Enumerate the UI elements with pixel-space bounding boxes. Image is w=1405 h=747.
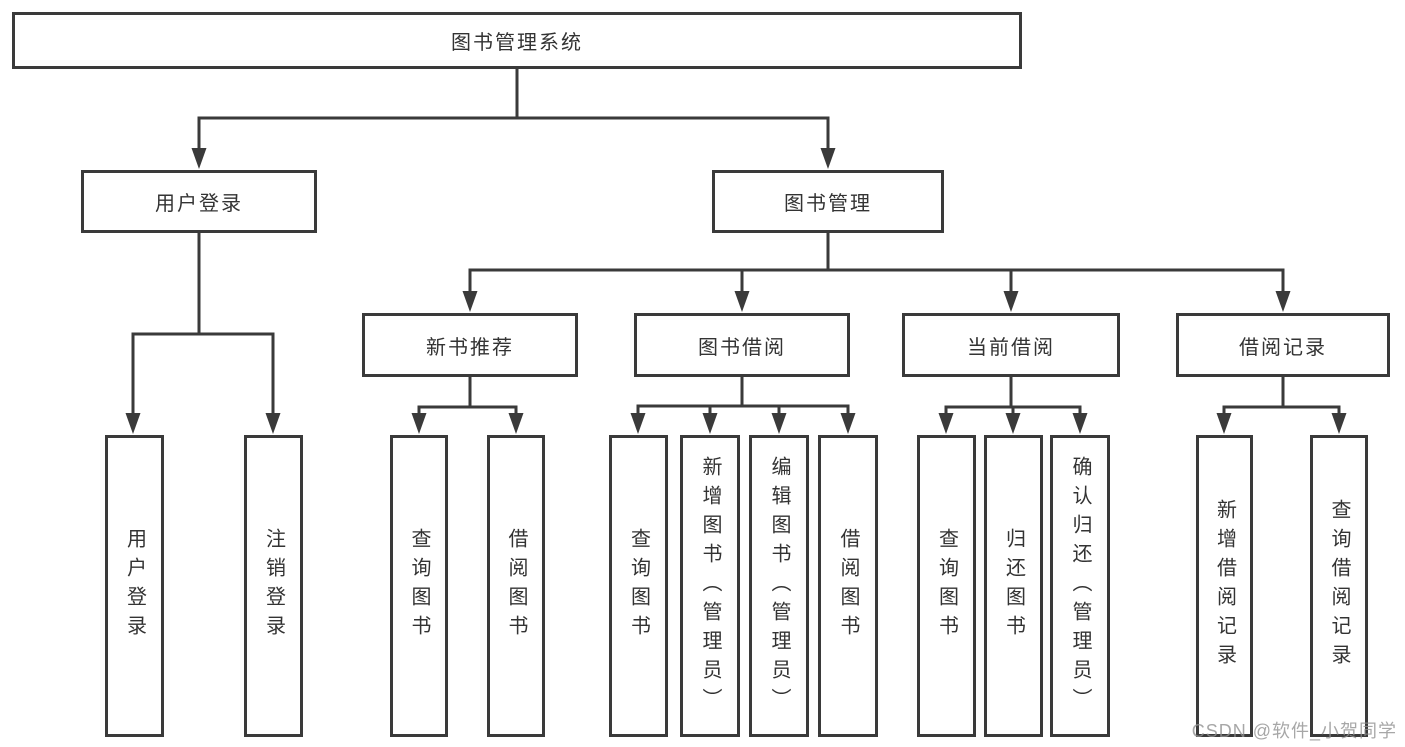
leaf-user-login: 用户登录	[105, 435, 164, 737]
node-user-login: 用户登录	[81, 170, 317, 233]
leaf-confirm-return-admin: 确认归还（管理员）	[1050, 435, 1110, 737]
node-library-management-system: 图书管理系统	[12, 12, 1022, 69]
leaf-query-books-current: 查询图书	[917, 435, 976, 737]
leaf-query-books-borrowing: 查询图书	[609, 435, 668, 737]
node-book-borrowing: 图书借阅	[634, 313, 850, 377]
node-new-book-recommend: 新书推荐	[362, 313, 578, 377]
leaf-return-books: 归还图书	[984, 435, 1043, 737]
leaf-logout: 注销登录	[244, 435, 303, 737]
node-book-management: 图书管理	[712, 170, 944, 233]
arrowhead-icons	[125, 148, 1347, 434]
leaf-query-borrow-record: 查询借阅记录	[1310, 435, 1368, 737]
leaf-borrow-books: 借阅图书	[818, 435, 878, 737]
leaf-add-books-admin: 新增图书（管理员）	[680, 435, 740, 737]
csdn-watermark: CSDN @软件_小贺同学	[1191, 721, 1397, 741]
node-current-borrowing: 当前借阅	[902, 313, 1120, 377]
leaf-add-borrow-record: 新增借阅记录	[1196, 435, 1253, 737]
leaf-query-books-recommend: 查询图书	[390, 435, 448, 737]
leaf-borrow-books-recommend: 借阅图书	[487, 435, 545, 737]
node-borrowing-records: 借阅记录	[1176, 313, 1390, 377]
leaf-edit-books-admin: 编辑图书（管理员）	[749, 435, 809, 737]
